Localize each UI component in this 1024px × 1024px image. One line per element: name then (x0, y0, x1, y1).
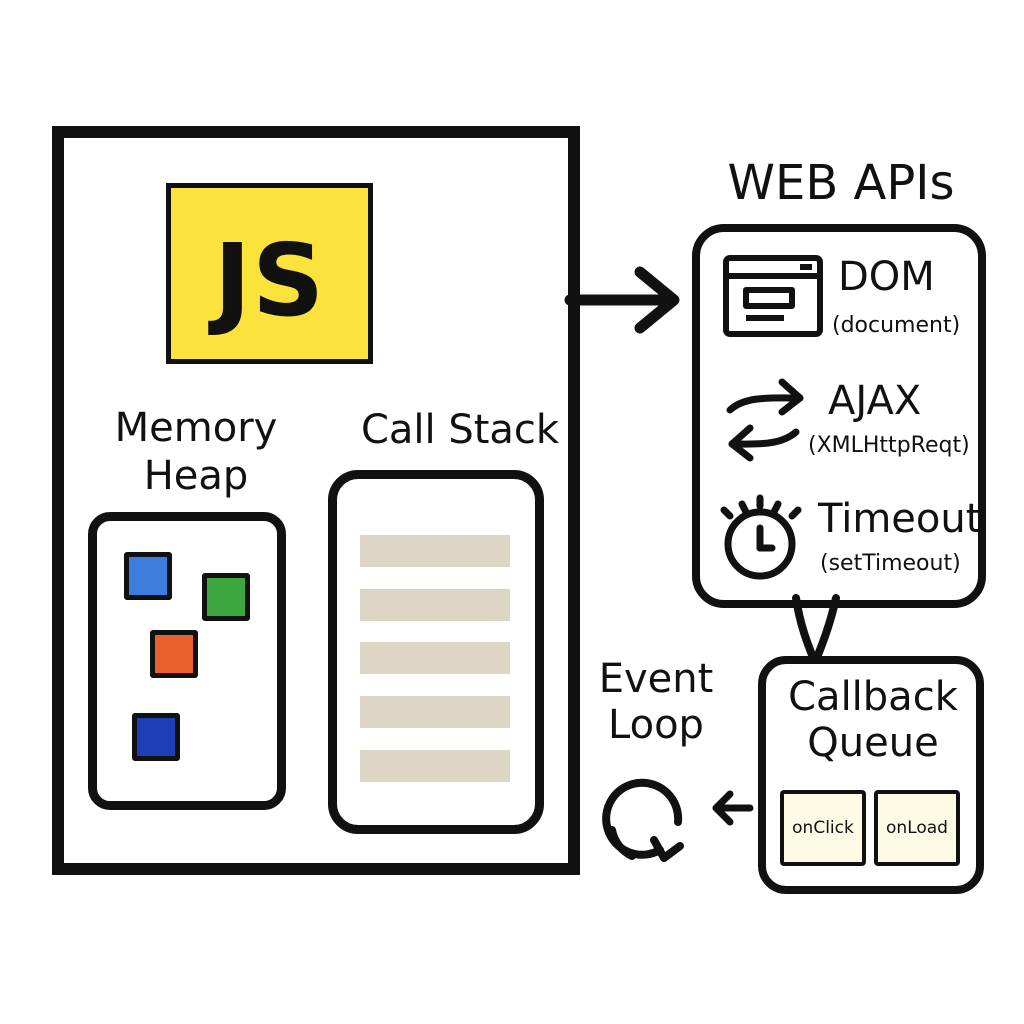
api-name-dom: DOM (838, 254, 935, 300)
loop-arrow-icon (602, 778, 684, 862)
webapis-to-queue-connector (792, 594, 840, 664)
stack-frame (360, 642, 510, 674)
call-stack-title: Call Stack (360, 407, 560, 453)
stack-frame (360, 696, 510, 728)
callback-item-onload: onLoad (874, 790, 960, 866)
exchange-arrows-icon (726, 378, 804, 462)
api-name-timeout: Timeout (818, 496, 982, 542)
stack-frame (360, 750, 510, 782)
api-detail-dom: (document) (832, 313, 961, 338)
browser-window-icon (723, 255, 823, 337)
heap-object-navy (132, 713, 180, 761)
js-logo-text: JS (213, 222, 326, 339)
web-apis-title: WEB APIs (727, 155, 955, 211)
js-logo: JS (166, 183, 373, 364)
heap-object-green (202, 573, 250, 621)
event-loop-title: Event Loop (598, 656, 714, 748)
api-detail-timeout: (setTimeout) (820, 551, 961, 576)
callback-item-onclick: onClick (780, 790, 866, 866)
api-name-ajax: AJAX (828, 378, 922, 424)
stack-frame (360, 589, 510, 621)
queue-to-loop-arrow (712, 790, 754, 826)
heap-object-blue (124, 552, 172, 600)
stack-frame (360, 535, 510, 567)
stopwatch-icon (720, 494, 802, 580)
callback-queue-title: Callback Queue (788, 674, 958, 766)
web-apis-box (692, 224, 986, 608)
memory-heap-title: Memory Heap (114, 405, 278, 499)
heap-object-orange (150, 630, 198, 678)
engine-to-webapis-arrow (564, 266, 680, 334)
api-detail-ajax: (XMLHttpReqt) (808, 433, 970, 458)
